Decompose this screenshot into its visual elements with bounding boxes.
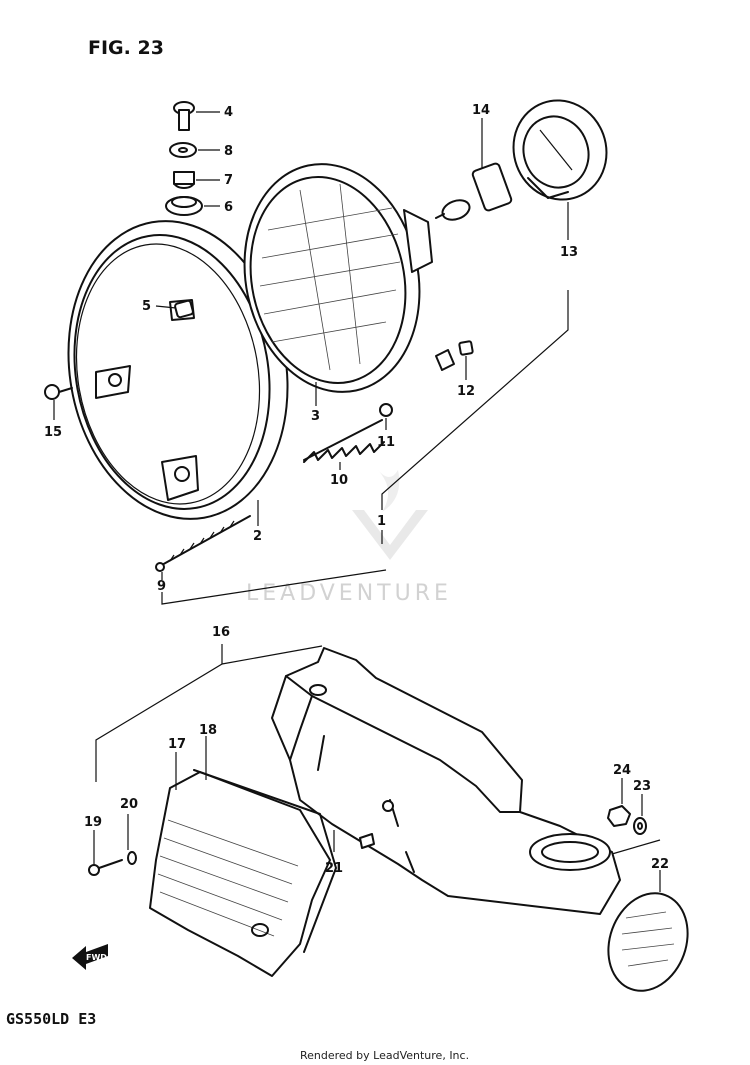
socket-cover [512, 99, 608, 201]
adjusting-screw-9 [155, 515, 251, 572]
figure-title: FIG. 23 [88, 37, 164, 59]
callout-9: 9 [157, 579, 166, 594]
nut-11 [379, 403, 393, 417]
screw-15 [44, 384, 73, 400]
callout-22: 22 [651, 857, 669, 872]
watermark-logo [352, 470, 428, 560]
washer-8 [169, 142, 197, 158]
callout-2: 2 [253, 529, 262, 544]
watermark-text: LEADVENTURE [246, 581, 452, 606]
spring-10 [303, 419, 385, 463]
callout-12: 12 [457, 384, 475, 399]
collar-7 [173, 171, 195, 189]
callout-7: 7 [224, 173, 233, 188]
nut-5 [174, 299, 194, 319]
washer-23 [633, 817, 647, 835]
callout-16: 16 [212, 625, 230, 640]
callout-17: 17 [168, 737, 186, 752]
headlight-bulb [435, 162, 513, 221]
callout-18: 18 [199, 723, 217, 738]
callout-6: 6 [224, 200, 233, 215]
callout-24: 24 [613, 763, 631, 778]
callout-23: 23 [633, 779, 651, 794]
sealed-beam-unit [243, 163, 455, 393]
cushion-6 [165, 196, 203, 216]
callout-14: 14 [472, 103, 490, 118]
callout-5: 5 [142, 299, 151, 314]
callout-19: 19 [84, 815, 102, 830]
callout-1: 1 [377, 514, 386, 529]
reflector-22 [607, 892, 689, 992]
nut-24 [607, 805, 631, 827]
callout-10: 10 [330, 473, 348, 488]
callout-3: 3 [311, 409, 320, 424]
leader-lines-top [53, 111, 569, 782]
callout-15: 15 [44, 425, 62, 440]
callout-4: 4 [224, 105, 233, 120]
screw-19 [88, 859, 123, 876]
washer-20 [127, 851, 137, 865]
callout-20: 20 [120, 797, 138, 812]
screw-4 [173, 101, 195, 131]
headlight-cowling [271, 647, 621, 915]
callout-11: 11 [377, 435, 395, 450]
model-code: GS550LD E3 [6, 1010, 96, 1028]
front-reflector [149, 769, 337, 977]
leader-lines-lower [93, 736, 661, 892]
callout-21: 21 [325, 861, 343, 876]
callout-labels: 1 2 3 4 5 6 7 8 9 10 11 12 13 14 15 16 1… [44, 103, 669, 876]
callout-13: 13 [560, 245, 578, 260]
fwd-label: FWD [86, 953, 107, 962]
callout-8: 8 [224, 144, 233, 159]
nut-12 [458, 340, 474, 356]
fwd-arrow: FWD [72, 944, 108, 970]
render-credit: Rendered by LeadVenture, Inc. [300, 1049, 469, 1062]
